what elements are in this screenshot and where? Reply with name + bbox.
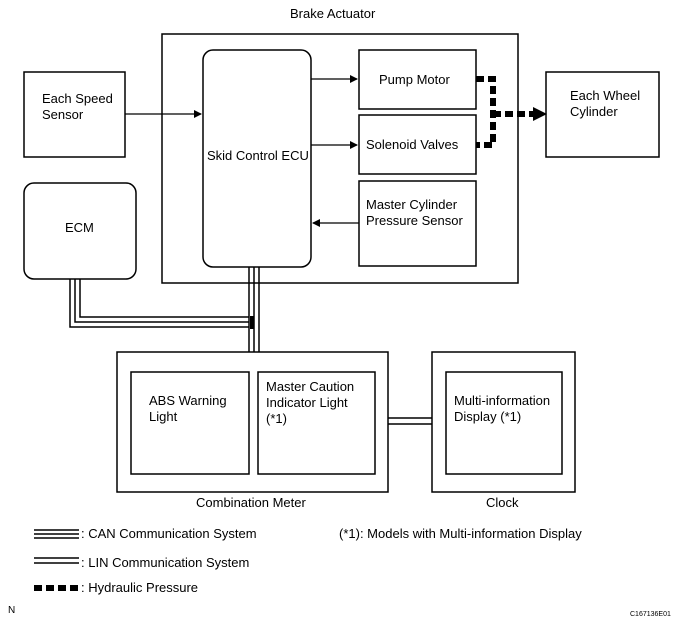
wheel-cylinder-label: Each Wheel Cylinder <box>570 88 641 119</box>
solenoid-valves-label: Solenoid Valves <box>366 137 459 152</box>
multi-info-display-label: Multi-information Display (*1) <box>454 393 551 424</box>
master-cylinder-sensor-label: Master Cylinder Pressure Sensor <box>366 197 463 228</box>
legend-can-symbol <box>34 529 79 539</box>
hydraulic-lines <box>476 76 547 148</box>
skid-control-ecu-label: Skid Control ECU <box>207 148 309 163</box>
abs-warning-box <box>130 371 250 475</box>
clock-label: Clock <box>486 495 519 510</box>
legend-lin-label: : LIN Communication System <box>81 555 250 570</box>
wheel-cylinder-box <box>545 71 660 158</box>
speed-sensor-label: Each Speed Sensor <box>42 91 113 122</box>
legend-lin-symbol <box>34 557 79 564</box>
brake-actuator-label: Brake Actuator <box>290 6 376 21</box>
speed-sensor-box <box>23 71 126 158</box>
clock-frame <box>431 351 576 493</box>
ecm-label: ECM <box>65 220 94 235</box>
combination-meter-label: Combination Meter <box>196 495 306 510</box>
abs-warning-label: ABS Warning Light <box>149 393 227 424</box>
solenoid-valves-box <box>358 114 477 175</box>
pump-motor-label: Pump Motor <box>379 72 450 87</box>
corner-mark-left: N <box>8 605 16 616</box>
legend-can-label: : CAN Communication System <box>81 526 257 541</box>
combination-meter-frame <box>116 351 389 493</box>
pump-motor-box <box>358 49 477 110</box>
brake-actuator-frame <box>161 33 519 284</box>
master-caution-label: Master Caution Indicator Light (*1) <box>266 379 355 426</box>
footnote: (*1): Models with Multi-information Disp… <box>339 526 582 541</box>
master-caution-box <box>257 371 376 475</box>
figure-code: C167136E01 <box>630 611 671 618</box>
can-bus-ecu-meter <box>248 267 260 352</box>
skid-control-ecu-box <box>202 49 312 268</box>
multi-info-display-box <box>445 371 563 475</box>
lin-bus-meter-clock <box>388 417 432 425</box>
legend-hydraulic-label: : Hydraulic Pressure <box>81 580 199 595</box>
can-bus-ecm-ecu <box>69 279 249 328</box>
